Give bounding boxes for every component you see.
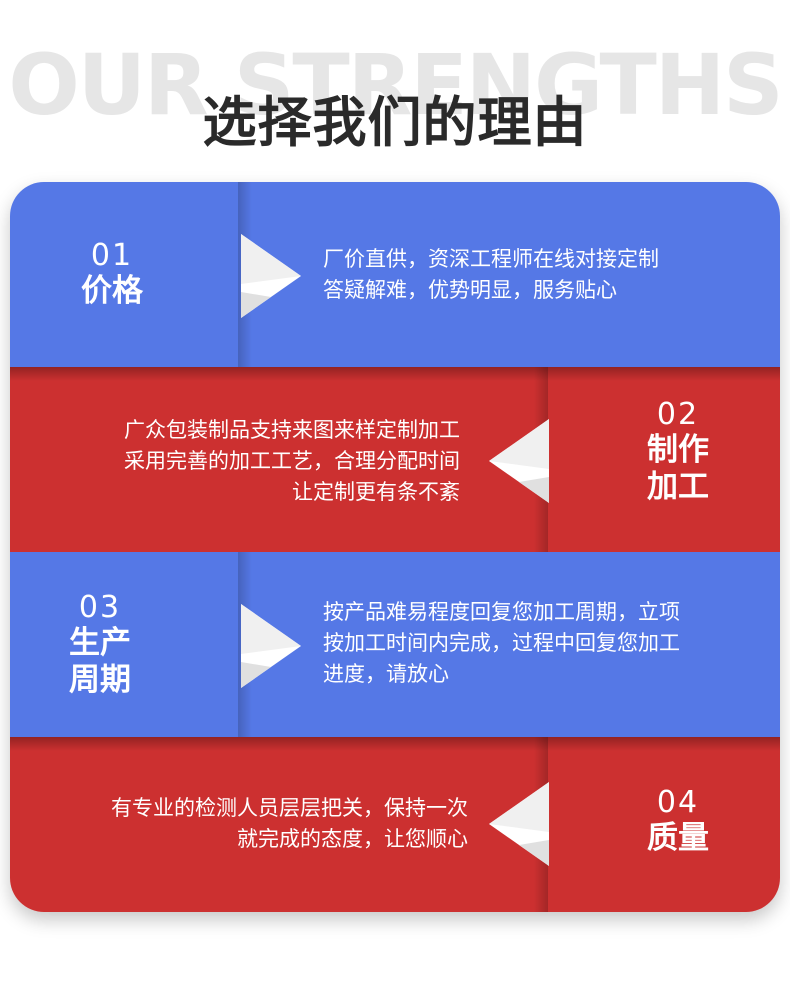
strength-number: 02	[656, 397, 700, 432]
strength-row-cycle: 03 生产 周期 按产品难易程度回复您加工周期，立项 按加工时间内完成，过程中回…	[10, 552, 780, 737]
strength-label: 04 质量	[618, 785, 738, 857]
strength-name: 价格	[81, 273, 143, 309]
strength-name: 质量	[647, 820, 709, 856]
arrow-right-icon	[241, 604, 301, 688]
strength-name: 生产 周期	[69, 625, 131, 698]
strength-description: 按产品难易程度回复您加工周期，立项 按加工时间内完成，过程中回复您加工 进度，请…	[323, 600, 680, 686]
strength-row-processing: 广众包装制品支持来图来样定制加工 采用完善的加工工艺，合理分配时间 让定制更有条…	[10, 367, 780, 552]
strength-number: 01	[90, 238, 134, 273]
strength-row-quality: 有专业的检测人员层层把关，保持一次 就完成的态度，让您顺心 04 质量	[10, 737, 780, 912]
strength-label: 03 生产 周期	[40, 590, 160, 699]
arrow-left-icon	[489, 782, 549, 866]
arrow-right-icon	[241, 234, 301, 318]
strength-row-price: 01 价格 厂价直供，资深工程师在线对接定制 答疑解难，优势明显，服务贴心	[10, 182, 780, 367]
strength-number: 03	[78, 590, 122, 625]
strengths-card: 01 价格 厂价直供，资深工程师在线对接定制 答疑解难，优势明显，服务贴心 广众…	[10, 182, 780, 912]
page-title: 选择我们的理由	[202, 91, 588, 154]
strength-description: 有专业的检测人员层层把关，保持一次 就完成的态度，让您顺心	[111, 796, 468, 851]
strength-description: 厂价直供，资深工程师在线对接定制 答疑解难，优势明显，服务贴心	[323, 247, 659, 302]
strength-name: 制作 加工	[647, 432, 709, 505]
strength-label: 01 价格	[52, 238, 172, 310]
strength-number: 04	[656, 785, 700, 820]
strength-label: 02 制作 加工	[618, 397, 738, 506]
strength-description: 广众包装制品支持来图来样定制加工 采用完善的加工工艺，合理分配时间 让定制更有条…	[124, 418, 460, 504]
arrow-left-icon	[489, 419, 549, 503]
background-watermark-text: OUR STRENGTHS	[8, 36, 783, 134]
